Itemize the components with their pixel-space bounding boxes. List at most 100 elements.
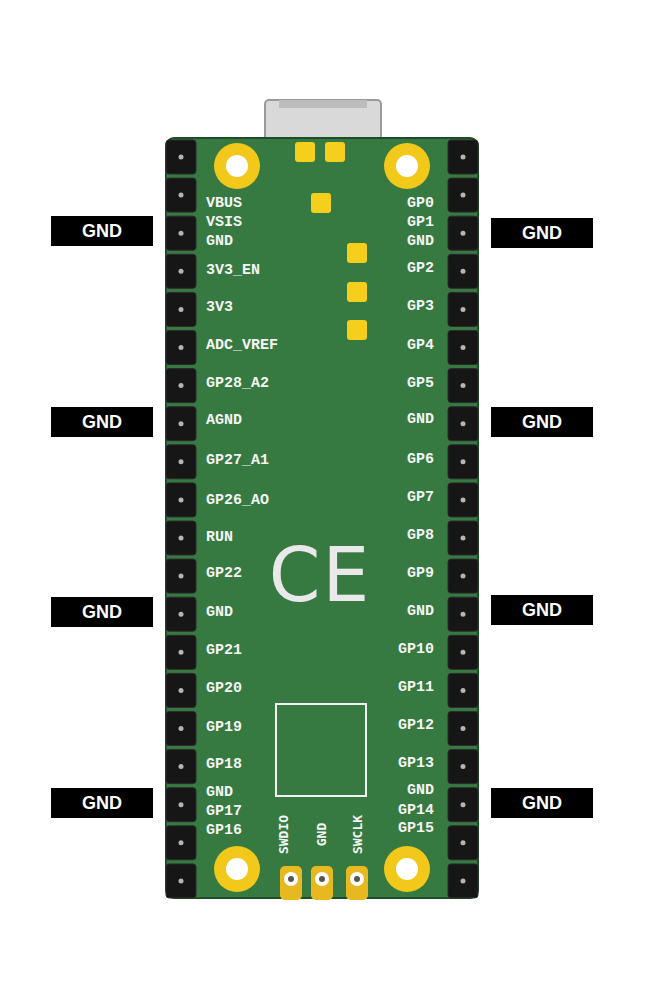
chip-outline (276, 704, 366, 796)
header-pin (448, 788, 478, 822)
gnd-badge: GND (51, 407, 153, 437)
pin-dot (179, 307, 184, 312)
pin-dot (461, 840, 466, 845)
pin-dot (179, 726, 184, 731)
header-pin (448, 826, 478, 860)
pin-dot (461, 688, 466, 693)
pin-label: GND (206, 605, 233, 620)
header-pin (166, 673, 196, 707)
header-pin (166, 864, 196, 898)
gnd-badge: GND (491, 407, 593, 437)
mounting-holes (214, 143, 430, 892)
header-pin (166, 521, 196, 555)
pin-dot (461, 764, 466, 769)
pin-label: 3V3_EN (206, 263, 260, 278)
badge-text: GND (522, 794, 562, 812)
pin-label: 3V3 (206, 300, 233, 315)
header-pin (448, 483, 478, 517)
pin-label: VSIS (206, 215, 242, 230)
header-pin (166, 140, 196, 174)
header-pin (448, 597, 478, 631)
header-pin (166, 178, 196, 212)
badge-text: GND (82, 413, 122, 431)
pin-dot (461, 878, 466, 883)
pin-label: GP10 (398, 642, 434, 657)
pin-dot (179, 459, 184, 464)
badge-text: GND (82, 794, 122, 812)
pin-label: GND (407, 412, 434, 427)
header-pin (448, 712, 478, 746)
pin-dot (461, 497, 466, 502)
gnd-badge: GND (491, 595, 593, 625)
pin-dot (179, 688, 184, 693)
pin-label: GP28_A2 (206, 376, 269, 391)
pin-label: GND (206, 234, 233, 249)
pin-label: GP12 (398, 718, 434, 733)
pin-label: GP18 (206, 757, 242, 772)
pin-dot (461, 650, 466, 655)
pin-dot (461, 421, 466, 426)
debug-pad-label: GND (315, 822, 328, 845)
pin-dot (461, 155, 466, 160)
header-pin (166, 216, 196, 250)
badge-text: GND (82, 603, 122, 621)
header-pin (448, 140, 478, 174)
pin-label: GP20 (206, 681, 242, 696)
pin-dot (461, 726, 466, 731)
pin-label: GP19 (206, 720, 242, 735)
header-pin (166, 826, 196, 860)
pin-dot (461, 802, 466, 807)
pin-dot (179, 421, 184, 426)
debug-pad-label: SWCLK (351, 814, 364, 853)
header-pin (166, 597, 196, 631)
pin-dot (179, 155, 184, 160)
pin-label: RUN (206, 530, 233, 545)
header-pin (166, 254, 196, 288)
smd-pads (295, 142, 367, 340)
pin-dot (179, 650, 184, 655)
pcb-board (166, 138, 478, 898)
header-pin (166, 445, 196, 479)
pin-label: ADC_VREF (206, 338, 278, 353)
header-pin (166, 712, 196, 746)
pin-dot (179, 231, 184, 236)
pin-label: GP16 (206, 823, 242, 838)
badge-text: GND (522, 601, 562, 619)
pin-dot (179, 536, 184, 541)
pin-label: GP9 (407, 566, 434, 581)
debug-pads (280, 866, 368, 900)
pin-label: GP22 (206, 566, 242, 581)
pin-label: GND (206, 785, 233, 800)
usb-connector (279, 100, 367, 108)
header-pin (448, 445, 478, 479)
gnd-badge: GND (491, 218, 593, 248)
header-pin (448, 673, 478, 707)
ce-mark: CE (269, 538, 371, 612)
pin-label: GP15 (398, 821, 434, 836)
badge-text: GND (82, 222, 122, 240)
header-pin (448, 292, 478, 326)
badge-text: GND (522, 413, 562, 431)
pin-label: GP27_A1 (206, 453, 269, 468)
pin-dot (461, 269, 466, 274)
pin-label: GND (407, 234, 434, 249)
pin-label: GP7 (407, 490, 434, 505)
pin-dot (461, 612, 466, 617)
debug-pad-label: SWDIO (277, 814, 290, 853)
header-pin (448, 559, 478, 593)
header-pin (448, 178, 478, 212)
header-pin (448, 635, 478, 669)
pin-dot (179, 840, 184, 845)
pin-label: AGND (206, 413, 242, 428)
pin-dot (461, 536, 466, 541)
gnd-badge: GND (51, 597, 153, 627)
pin-label: GP6 (407, 452, 434, 467)
pin-label: GP0 (407, 196, 434, 211)
pin-label: GP14 (398, 803, 434, 818)
pin-dot (179, 497, 184, 502)
header-pin (448, 521, 478, 555)
pin-dot (179, 612, 184, 617)
badge-text: GND (522, 224, 562, 242)
